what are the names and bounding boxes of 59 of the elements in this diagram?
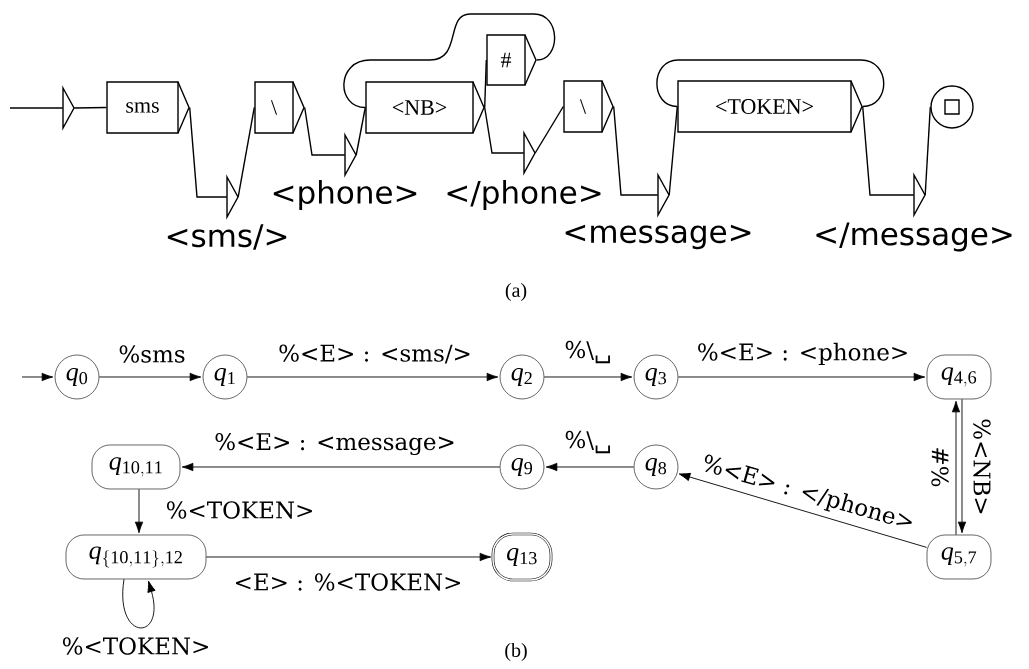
graph-box: \ <box>254 81 305 134</box>
node-label: </message> <box>816 222 1012 252</box>
transition-line <box>484 106 525 154</box>
transition-line <box>237 106 255 198</box>
state-box: $q_{4,6}$ <box>926 354 992 400</box>
arrow <box>957 398 967 534</box>
arrow <box>98 372 202 382</box>
node-label: <message> <box>565 224 751 250</box>
loop-arrow <box>122 578 156 629</box>
arrow <box>678 472 928 548</box>
final-state: $q_{13}$ <box>491 532 553 582</box>
state-box: $q_{5,7}$ <box>926 534 992 580</box>
edge-label: %<NB> <box>973 419 991 514</box>
arrow <box>181 462 501 472</box>
edge-label: %\␣ <box>565 430 610 454</box>
arrow <box>677 372 926 382</box>
edge-label: %<E> : <message> <box>215 432 454 456</box>
final-state-symbol <box>930 85 974 129</box>
arrow <box>21 372 54 382</box>
edge-label: %<TOKEN> <box>166 501 312 519</box>
caption-label: (b) <box>505 642 527 662</box>
state-box: $q_{\{10,11\},12}$ <box>65 534 207 580</box>
edge-label: %# <box>931 448 949 487</box>
transition-line <box>9 107 64 109</box>
edge-label: %\␣ <box>565 340 610 364</box>
transition-line <box>613 105 659 196</box>
arrow <box>246 372 499 382</box>
transition-line <box>862 105 915 196</box>
node-label: <phone> <box>273 179 417 210</box>
node-label: </phone> <box>447 179 601 210</box>
edge-label: <E> : %<TOKEN> <box>236 573 460 591</box>
transition-line <box>343 13 556 109</box>
caption-label: (a) <box>505 282 527 302</box>
transition-line <box>534 105 564 154</box>
edge-label: %sms <box>119 345 185 363</box>
arrow <box>543 372 633 382</box>
edge-label: %<TOKEN> <box>62 637 208 655</box>
edge-label: %<E> : <sms/> <box>279 344 470 364</box>
transition-line <box>189 106 228 198</box>
graph-box: <TOKEN> <box>677 80 863 133</box>
transition-line <box>304 106 346 156</box>
transition-line <box>73 106 107 109</box>
transition-line <box>355 106 366 156</box>
graph-box: sms <box>106 81 190 134</box>
graph-box: \ <box>563 80 614 133</box>
graph-box: # <box>486 34 537 86</box>
edge-label: %<E> : </phone> <box>704 454 912 525</box>
node-label: <sms/> <box>167 224 287 250</box>
arrow <box>205 552 492 562</box>
transition-line <box>484 59 487 109</box>
arrow <box>545 462 635 472</box>
transition-line <box>924 106 931 196</box>
edge-label: %<E> : <phone> <box>698 342 907 366</box>
graph-box: <NB> <box>365 81 485 134</box>
transition-line <box>668 105 678 196</box>
arrow <box>951 400 961 536</box>
arrow <box>134 488 144 534</box>
state-box: $q_{10,11}$ <box>91 444 181 490</box>
transition-line <box>656 59 885 108</box>
